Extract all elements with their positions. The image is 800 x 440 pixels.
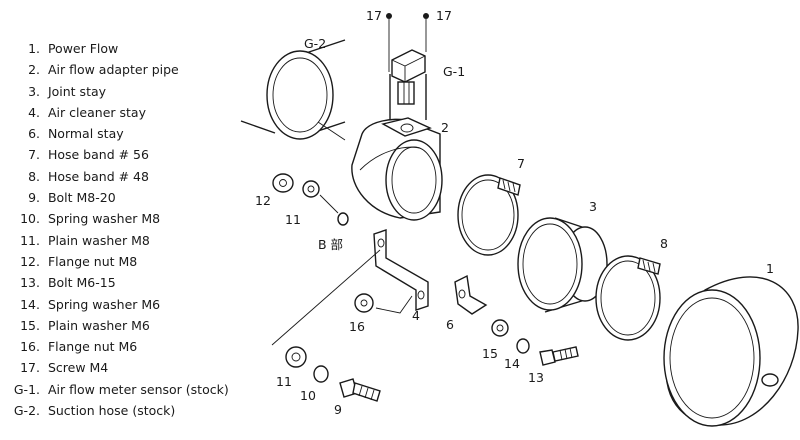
callout-9: 9 (334, 402, 342, 417)
part-number: 6. (28, 126, 40, 142)
parts-list-item: 12. Flange nut M8 (6, 251, 246, 272)
part-number: 11. (20, 232, 40, 248)
part-number: 12. (20, 253, 40, 269)
parts-list-item: 7. Hose band # 56 (6, 144, 246, 165)
part-label: Spring washer M6 (47, 296, 161, 312)
part-number: 9. (28, 190, 40, 206)
callout-14: 14 (504, 356, 520, 371)
callout-15: 15 (482, 346, 498, 361)
callout-13: 13 (528, 370, 544, 385)
air-cleaner-stay (373, 229, 429, 311)
callout-11-upper: 11 (285, 212, 301, 227)
hose-band-7 (457, 174, 521, 256)
parts-list-item: 1. Power Flow (6, 38, 246, 59)
parts-list-item: 16. Flange nut M6 (6, 336, 246, 357)
parts-list-item: 3. Joint stay (6, 81, 246, 102)
part-label: Joint stay (47, 83, 107, 99)
parts-list-item: G-1. Air flow meter sensor (stock) (6, 379, 246, 400)
callout-11-lower: 11 (276, 374, 292, 389)
part-label: Plain washer M6 (47, 317, 150, 333)
part-number: 7. (28, 147, 40, 163)
parts-list-item: 4. Air cleaner stay (6, 102, 246, 123)
callout-6: 6 (446, 317, 454, 332)
parts-list-item: 10. Spring washer M8 (6, 208, 246, 229)
plain-washer-11-upper (302, 180, 320, 198)
part-number: 17. (20, 360, 40, 376)
screw-17-left (386, 13, 392, 72)
part-label: Flange nut M8 (47, 253, 138, 269)
callout-g2: G-2 (304, 36, 326, 51)
part-label: Air flow adapter pipe (47, 62, 179, 78)
hose-band-8 (595, 255, 661, 341)
part-number: 1. (28, 41, 40, 56)
part-label: Flange nut M6 (47, 339, 138, 355)
parts-list-item: 2. Air flow adapter pipe (6, 59, 246, 80)
parts-list-item: 14. Spring washer M6 (6, 294, 246, 315)
part-label: Spring washer M8 (47, 211, 161, 227)
parts-list-item: 11. Plain washer M8 (6, 230, 246, 251)
callout-16: 16 (349, 319, 365, 334)
plain-washer-11-lower (285, 346, 307, 368)
spring-washer-b (337, 212, 349, 226)
parts-list-item: G-2. Suction hose (stock) (6, 400, 246, 421)
part-number: 16. (20, 339, 40, 355)
callout-17-right: 17 (436, 8, 452, 23)
part-number: 10. (20, 211, 40, 227)
part-label: Suction hose (stock) (47, 403, 176, 419)
part-number: 13. (20, 275, 40, 291)
bolt-9 (339, 378, 381, 402)
power-flow-filter (663, 276, 799, 427)
callout-8: 8 (660, 236, 668, 251)
part-label: Power Flow (47, 41, 119, 56)
part-label: Screw M4 (47, 360, 109, 376)
part-number: G-1. (13, 381, 40, 397)
callout-1: 1 (766, 261, 774, 276)
part-label: Hose band # 56 (47, 147, 149, 163)
part-label: Normal stay (47, 126, 124, 142)
parts-list-item: 9. Bolt M8-20 (6, 187, 246, 208)
part-number: 14. (20, 296, 40, 312)
callout-10: 10 (300, 388, 316, 403)
callout-17-left: 17 (366, 8, 382, 23)
part-number: G-2. (13, 403, 40, 419)
parts-list-item: 8. Hose band # 48 (6, 166, 246, 187)
flange-nut-16 (354, 293, 374, 313)
callout-12: 12 (255, 193, 271, 208)
part-number: 3. (28, 83, 40, 99)
callout-3: 3 (589, 199, 597, 214)
part-number: 15. (20, 317, 40, 333)
detail-b-label: B 部 (318, 237, 343, 252)
screw-17-right (423, 13, 429, 52)
callout-7: 7 (517, 156, 525, 171)
flange-nut-12 (272, 173, 294, 193)
part-label: Plain washer M8 (47, 232, 150, 248)
suction-hose (240, 39, 346, 141)
parts-list-item: 13. Bolt M6-15 (6, 272, 246, 293)
air-flow-adapter-pipe (351, 117, 443, 221)
normal-stay (454, 274, 488, 315)
spring-washer-14 (516, 338, 530, 354)
bolt-13 (539, 346, 579, 366)
joint-stay (517, 217, 608, 313)
parts-list-item: 17. Screw M4 (6, 357, 246, 378)
part-label: Air cleaner stay (47, 104, 146, 120)
plain-washer-15 (491, 319, 509, 337)
callout-g1: G-1 (443, 64, 465, 79)
part-number: 2. (28, 62, 40, 78)
part-number: 8. (28, 168, 40, 184)
air-flow-meter-sensor (389, 49, 427, 120)
callout-4: 4 (412, 308, 420, 323)
spring-washer-10 (313, 365, 329, 383)
part-label: Bolt M8-20 (47, 190, 116, 206)
parts-list-item: 6. Normal stay (6, 123, 246, 144)
part-label: Air flow meter sensor (stock) (47, 381, 229, 397)
part-label: Bolt M6-15 (47, 275, 116, 291)
part-number: 4. (28, 104, 40, 120)
callout-2: 2 (441, 120, 449, 135)
parts-list-item: 15. Plain washer M6 (6, 315, 246, 336)
part-label: Hose band # 48 (47, 168, 149, 184)
